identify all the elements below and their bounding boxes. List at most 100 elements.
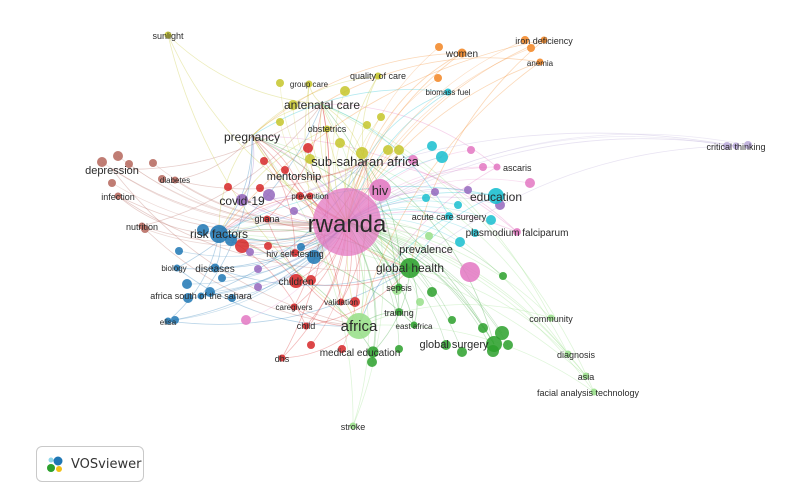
node-africa[interactable] [346, 313, 372, 339]
node-obstetrics[interactable] [323, 125, 331, 133]
link-88 [241, 160, 366, 201]
node-group-care[interactable] [305, 80, 313, 88]
node-diagnosis[interactable] [564, 350, 572, 358]
node-label-group-care: group care [290, 80, 329, 89]
link-6 [358, 166, 498, 327]
link-98 [174, 135, 253, 181]
node-stroke[interactable] [349, 422, 357, 430]
minor-node-9 [281, 166, 289, 174]
link-133 [218, 160, 366, 235]
node-label-covid-19: covid-19 [219, 194, 265, 208]
link-127 [305, 267, 411, 327]
link-140 [176, 103, 323, 269]
node-label-infection: infection [101, 192, 135, 202]
node-covid-19[interactable] [236, 194, 248, 206]
vosviewer-logo-icon [47, 456, 63, 472]
minor-node-4 [241, 315, 251, 325]
link-142 [200, 160, 366, 297]
node-children[interactable] [289, 274, 303, 288]
node-label-asia: asia [578, 372, 595, 382]
minor-node-54 [183, 293, 193, 303]
node-prevention[interactable] [306, 192, 314, 200]
node-label-africa-south-of-the-sahara: africa south of the sahara [150, 291, 252, 301]
node-label-antenatal-care: antenatal care [284, 98, 360, 112]
node-anemia[interactable] [536, 58, 544, 66]
node-label-education: education [470, 190, 522, 204]
node-hiv-self-testing[interactable] [291, 249, 299, 257]
node-label-africa: africa [341, 318, 378, 335]
node-community[interactable] [547, 314, 555, 322]
node-training[interactable] [395, 308, 403, 316]
node-label-child: child [297, 321, 316, 331]
node-quality-of-care[interactable] [374, 72, 382, 80]
node-caregivers[interactable] [290, 303, 298, 311]
node-sepsis[interactable] [395, 283, 403, 291]
node-facial-analysis-technology[interactable] [590, 388, 598, 396]
node-biology[interactable] [173, 264, 181, 272]
node-label-facial-analysis-technology: facial analysis technology [537, 388, 640, 398]
minor-node-40 [495, 326, 509, 340]
node-rwanda[interactable] [313, 188, 381, 256]
minor-node-76 [246, 248, 254, 256]
vosviewer-badge[interactable]: VOSviewer [36, 446, 144, 482]
minor-node-37 [486, 215, 496, 225]
node-diabetes[interactable] [171, 176, 179, 184]
node-education[interactable] [488, 188, 504, 204]
node-ascaris[interactable] [493, 163, 501, 171]
node-asia[interactable] [582, 372, 590, 380]
node-africa-south-of-the-sahara[interactable] [197, 292, 205, 300]
link-146 [167, 233, 220, 322]
link-76 [358, 61, 541, 327]
link-9 [364, 160, 518, 233]
node-medical-education[interactable] [367, 346, 379, 358]
node-biomass-fuel[interactable] [444, 88, 452, 96]
node-validation[interactable] [337, 298, 345, 306]
node-diseases[interactable] [210, 263, 220, 273]
node-label-children: children [278, 277, 313, 288]
node-label-ascaris: ascaris [503, 163, 532, 173]
node-nutrition[interactable] [138, 222, 146, 230]
node-east-africa[interactable] [410, 321, 418, 329]
node-sunlight[interactable] [164, 31, 172, 39]
node-plasmodium-falciparum[interactable] [513, 228, 521, 236]
node-label-depression: depression [85, 165, 139, 177]
minor-node-59 [297, 243, 305, 251]
link-90 [346, 138, 737, 223]
minor-node-19 [288, 100, 298, 110]
node-global-surgery[interactable] [486, 336, 502, 352]
minor-node-13 [264, 242, 272, 250]
node-label-biomass-fuel: biomass fuel [426, 88, 471, 97]
node-ghana[interactable] [263, 215, 271, 223]
node-dhs[interactable] [278, 354, 286, 362]
minor-node-77 [723, 142, 731, 150]
minor-node-31 [527, 44, 535, 52]
link-225 [346, 133, 749, 223]
minor-node-24 [335, 138, 345, 148]
minor-node-20 [276, 118, 284, 126]
link-16 [364, 160, 495, 345]
minor-node-75 [431, 188, 439, 196]
minor-node-61 [228, 294, 236, 302]
node-label-biology: biology [161, 264, 186, 273]
node-child[interactable] [302, 322, 310, 330]
node-global-health[interactable] [400, 258, 420, 278]
minor-node-21 [340, 86, 350, 96]
node-acute-care-surgery[interactable] [445, 212, 453, 220]
link-125 [251, 135, 342, 303]
node-women[interactable] [457, 48, 467, 58]
node-risk-factors[interactable] [210, 225, 228, 243]
minor-node-6 [235, 239, 249, 253]
link-74 [218, 39, 545, 235]
node-elisa[interactable] [164, 317, 172, 325]
node-label-iron-deficiency: iron deficiency [515, 36, 573, 46]
node-infection[interactable] [114, 192, 122, 200]
link-62 [251, 75, 379, 137]
node-critical-thinking[interactable] [732, 142, 740, 150]
node-hiv[interactable] [369, 179, 391, 201]
minor-node-17 [350, 297, 360, 307]
link-29 [218, 233, 415, 326]
node-iron-deficiency[interactable] [540, 36, 548, 44]
link-145 [167, 267, 411, 325]
node-label-women: women [445, 49, 478, 60]
